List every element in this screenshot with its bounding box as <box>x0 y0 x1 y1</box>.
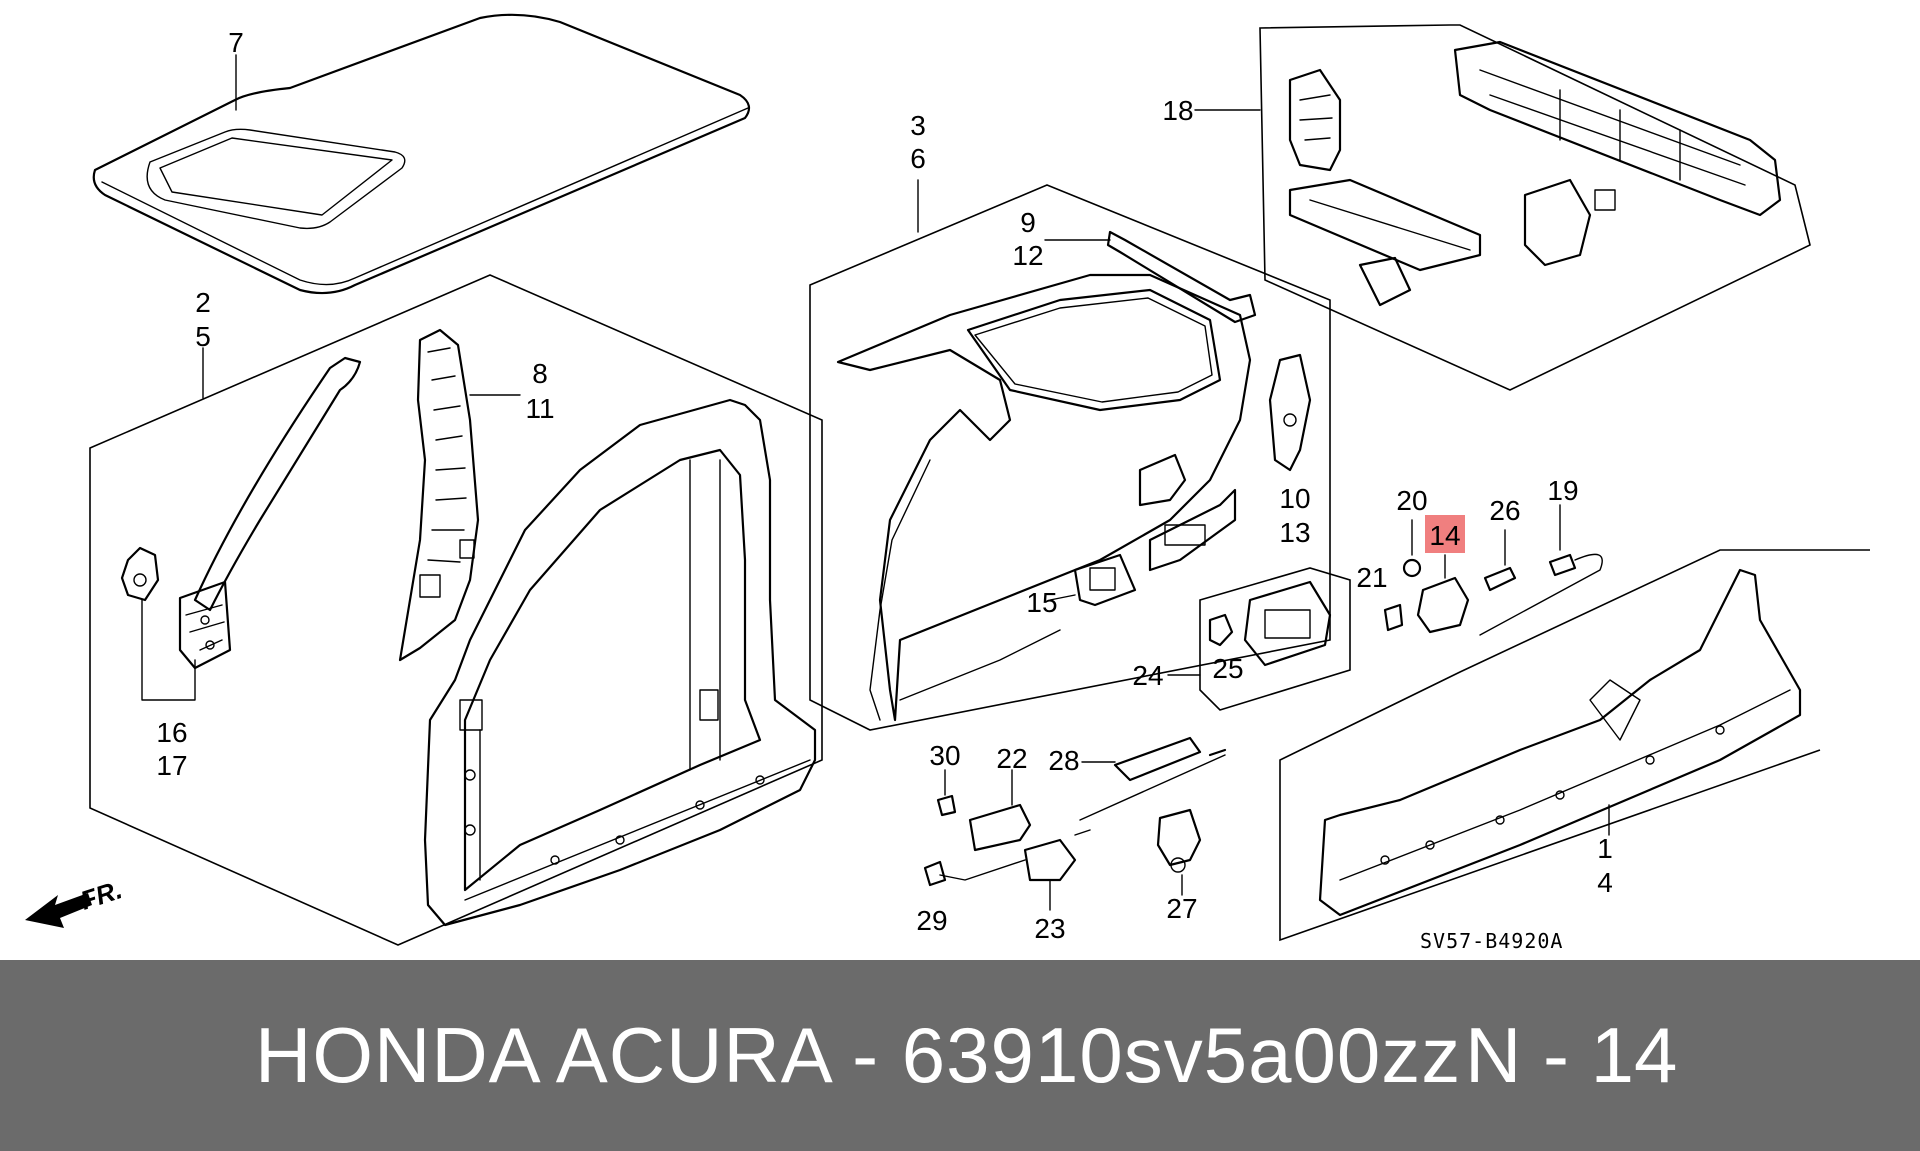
rear-quarter-panel-group <box>809 179 1331 731</box>
label-10: 10 <box>1279 483 1310 514</box>
rear-panel-group <box>1194 24 1811 391</box>
label-4: 4 <box>1597 867 1613 898</box>
parts-diagram: 7 2 5 8 11 16 17 3 6 9 12 10 13 15 18 20… <box>25 13 1870 953</box>
label-29: 29 <box>916 905 947 936</box>
label-6: 6 <box>910 143 926 174</box>
diagram-code: SV57-B4920A <box>1420 929 1563 953</box>
callout-labels: 7 2 5 8 11 16 17 3 6 9 12 10 13 15 18 20… <box>156 27 1612 944</box>
label-24: 24 <box>1132 660 1163 691</box>
label-17: 17 <box>156 750 187 781</box>
label-8: 8 <box>532 358 548 389</box>
label-27: 27 <box>1166 893 1197 924</box>
label-20: 20 <box>1396 485 1427 516</box>
label-25: 25 <box>1212 653 1243 684</box>
footer-bar: HONDA ACURA - 63910sv5a00zz N - 14 <box>0 960 1920 1151</box>
label-16: 16 <box>156 717 187 748</box>
label-18: 18 <box>1162 95 1193 126</box>
left-inner-panel-group <box>89 274 823 946</box>
part-title: HONDA ACURA - 63910sv5a00zz <box>255 1011 1462 1099</box>
label-2: 2 <box>195 287 211 318</box>
label-3: 3 <box>910 110 926 141</box>
label-11: 11 <box>525 393 554 424</box>
label-30: 30 <box>929 740 960 771</box>
label-5: 5 <box>195 321 211 352</box>
label-19: 19 <box>1547 475 1578 506</box>
label-12: 12 <box>1012 240 1043 271</box>
part-reference: N - 14 <box>1465 1011 1678 1099</box>
label-15: 15 <box>1026 587 1057 618</box>
label-26: 26 <box>1489 495 1520 526</box>
small-parts <box>923 504 1603 911</box>
direction-label: FR. <box>77 874 126 915</box>
label-21: 21 <box>1356 562 1387 593</box>
label-7: 7 <box>228 27 244 58</box>
label-14: 14 <box>1429 520 1460 551</box>
front-direction-arrow: FR. <box>25 874 126 928</box>
label-9: 9 <box>1020 207 1036 238</box>
latch-group <box>1167 567 1351 711</box>
parts-diagram-svg: 7 2 5 8 11 16 17 3 6 9 12 10 13 15 18 20… <box>25 13 1870 953</box>
label-1: 1 <box>1597 833 1613 864</box>
roof-panel <box>92 13 751 295</box>
side-sill-group <box>1279 549 1870 942</box>
fuel-lid-part <box>1416 576 1470 634</box>
label-13: 13 <box>1279 517 1310 548</box>
highlight-box <box>1425 515 1465 553</box>
label-22: 22 <box>996 743 1027 774</box>
label-28: 28 <box>1048 745 1079 776</box>
label-23: 23 <box>1034 913 1065 944</box>
